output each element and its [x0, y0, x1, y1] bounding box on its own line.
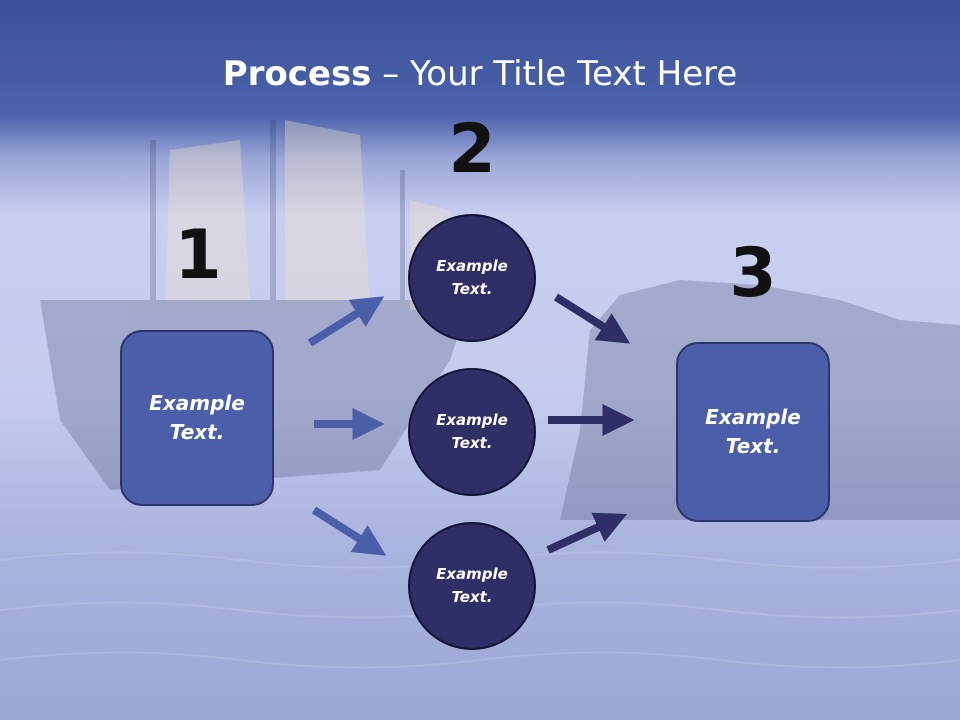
step-number-3: 3: [729, 234, 777, 313]
arrow-2-top-to-3: [553, 293, 631, 344]
step-2-circle-top: Example Text.: [408, 214, 536, 342]
step-3-box: Example Text.: [676, 342, 830, 522]
step-2-text-middle: Example Text.: [436, 411, 508, 452]
step-2-text-top: Example Text.: [436, 257, 508, 298]
step-2-circle-bottom: Example Text.: [408, 522, 536, 650]
title-rest: – Your Title Text Here: [371, 54, 738, 94]
step-2-text-bottom: Example Text.: [436, 565, 508, 606]
arrow-2-bottom-to-3: [546, 512, 628, 554]
slide-title: Process – Your Title Text Here: [0, 52, 960, 96]
step-number-2: 2: [448, 110, 496, 189]
title-bold: Process: [222, 54, 372, 94]
step-number-1: 1: [174, 216, 222, 295]
arrow-1-to-2-bottom: [311, 506, 387, 556]
step-1-box: Example Text.: [120, 330, 274, 506]
step-2-circle-middle: Example Text.: [408, 368, 536, 496]
step-3-text: Example Text.: [705, 405, 801, 458]
arrow-1-to-2-top: [307, 296, 385, 347]
step-1-text: Example Text.: [149, 391, 245, 444]
